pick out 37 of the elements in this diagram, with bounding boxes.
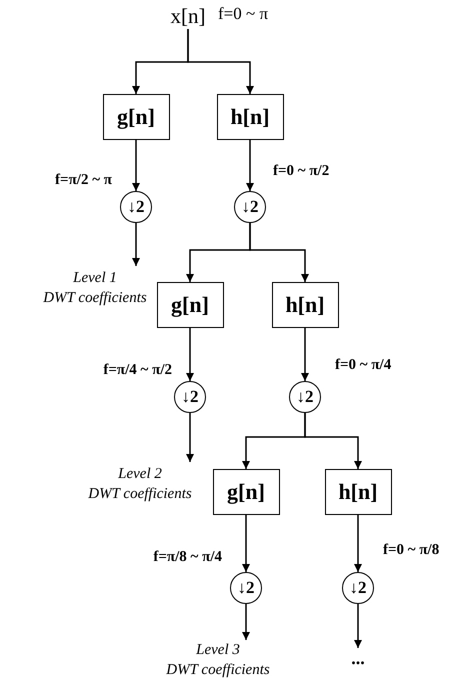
downsampler-circle: ↓2 — [174, 381, 206, 413]
downsampler-circle: ↓2 — [342, 572, 374, 604]
frequency-range-label: f=0 ~ π/4 — [335, 357, 392, 374]
filter-box: g[n] — [156, 282, 224, 328]
arrow — [301, 328, 309, 381]
arrow — [186, 413, 194, 462]
arrow — [186, 328, 194, 381]
filter-box: h[n] — [324, 469, 392, 515]
frequency-range-label: f=0 ~ π/8 — [383, 542, 440, 559]
frequency-range-label: f=π/4 ~ π/2 — [103, 362, 172, 379]
arrow — [242, 515, 250, 572]
continuation-dots: ... — [343, 648, 373, 668]
downsampler-circle: ↓2 — [234, 191, 266, 223]
frequency-range-label: f=π/8 ~ π/4 — [153, 549, 222, 566]
filter-box: g[n] — [212, 469, 280, 515]
downsampler-circle: ↓2 — [289, 381, 321, 413]
arrow — [242, 604, 250, 640]
signal-label: x[n] — [168, 3, 208, 29]
arrow — [132, 140, 140, 191]
downsampler-circle: ↓2 — [230, 572, 262, 604]
arrow — [354, 515, 362, 572]
filter-box: h[n] — [272, 282, 338, 328]
level-caption: Level 1 DWT coefficients — [33, 266, 157, 310]
arrow — [354, 604, 362, 648]
filter-box: h[n] — [216, 94, 284, 140]
frequency-range-label: f=0 ~ π/2 — [273, 163, 330, 180]
arrow — [187, 29, 254, 94]
filter-box: g[n] — [102, 94, 170, 140]
arrow — [132, 223, 140, 266]
frequency-range-label: f=0 ~ π — [218, 4, 268, 24]
arrow — [246, 140, 254, 191]
level-caption: Level 2 DWT coefficients — [78, 462, 202, 506]
arrow — [304, 413, 362, 469]
arrow — [249, 223, 309, 282]
downsampler-circle: ↓2 — [120, 191, 152, 223]
frequency-range-label: f=π/2 ~ π — [55, 172, 112, 189]
level-caption: Level 3 DWT coefficients — [156, 640, 280, 680]
